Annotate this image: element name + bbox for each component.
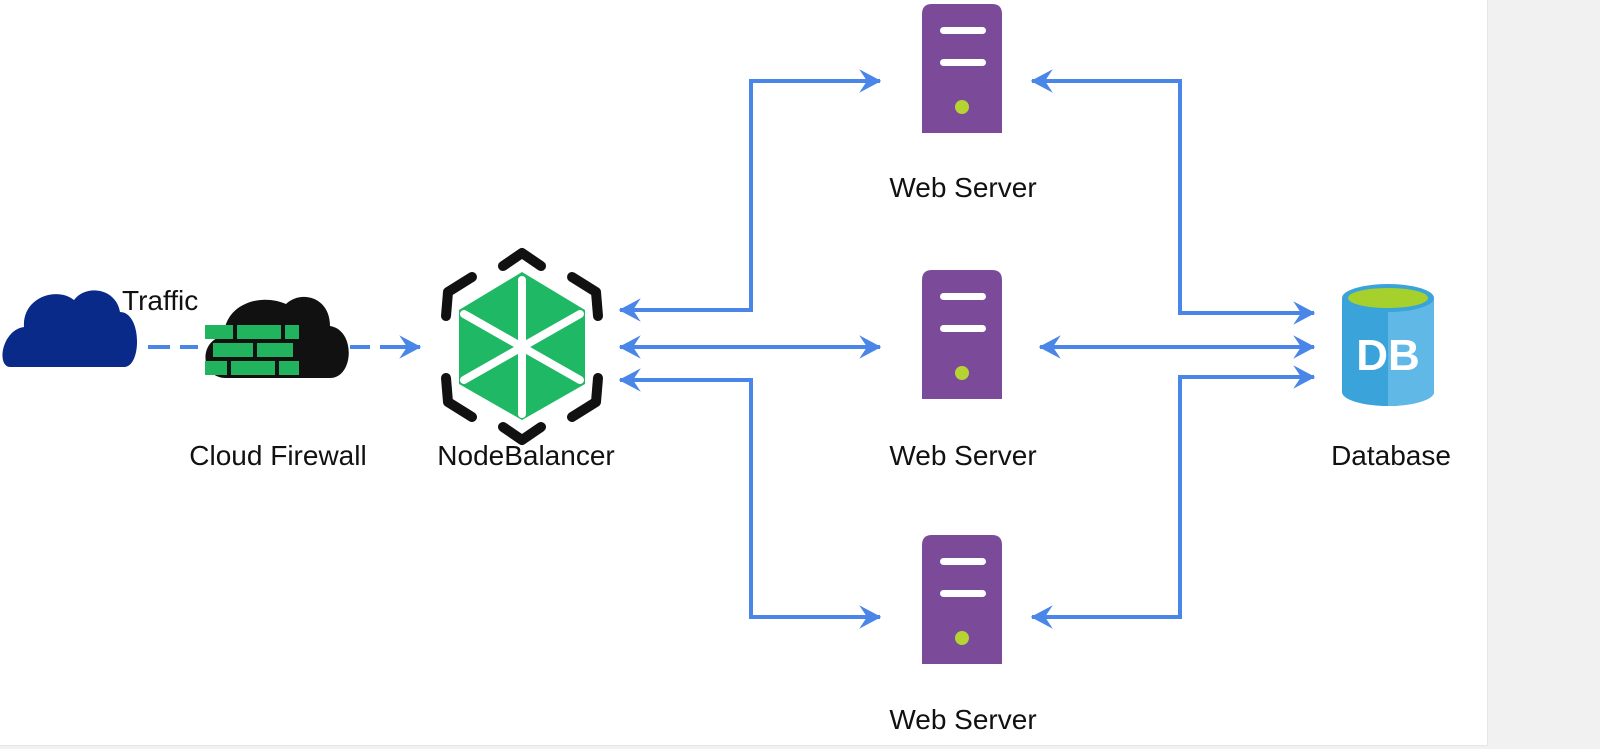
server-3-database-connector	[1030, 365, 1316, 629]
cloud-firewall-icon	[205, 296, 349, 378]
web-server-2-label: Web Server	[889, 440, 1037, 471]
server-1-database-connector	[1030, 69, 1316, 325]
web-server-3-icon	[922, 535, 1002, 664]
balancer-server-3-connector	[618, 368, 882, 629]
diagram-svg: DB	[2, 4, 1434, 664]
web-server-1-icon	[922, 4, 1002, 133]
internet-cloud-icon	[2, 290, 138, 367]
nodebalancer-icon	[441, 248, 603, 445]
database-label: Database	[1331, 440, 1451, 471]
database-glyph: DB	[1356, 331, 1420, 380]
traffic-label: Traffic	[122, 285, 199, 316]
balancer-server-1-connector	[618, 69, 882, 322]
web-server-3-label: Web Server	[889, 704, 1037, 735]
nodebalancer-label: NodeBalancer	[437, 440, 615, 471]
web-server-2-icon	[922, 270, 1002, 399]
cloud-firewall-label: Cloud Firewall	[189, 440, 367, 471]
database-icon: DB	[1342, 284, 1434, 406]
web-server-1-label: Web Server	[889, 172, 1037, 203]
diagram-canvas: DB Traffic Cloud Firewall NodeBalancer W…	[0, 0, 1488, 746]
